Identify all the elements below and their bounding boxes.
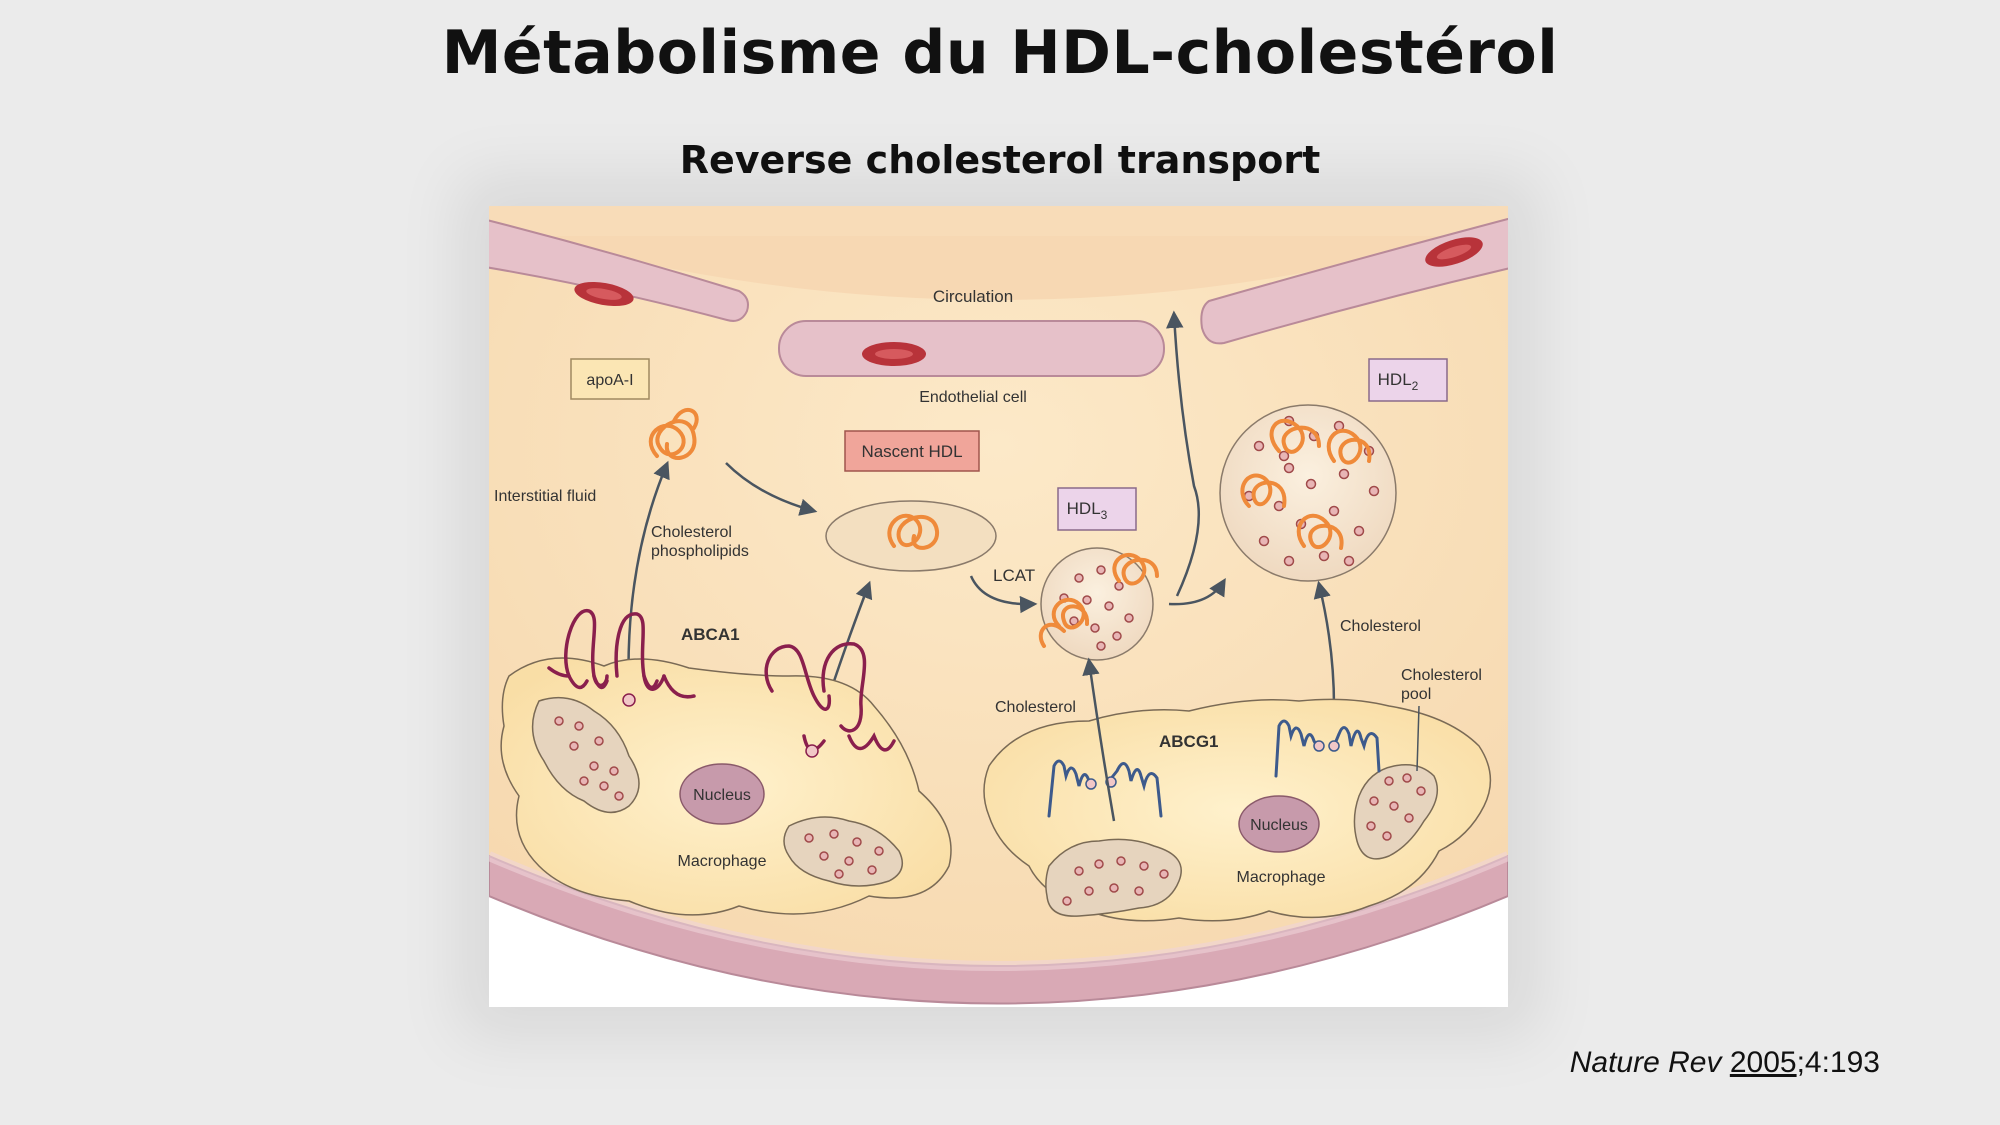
macrophage-left xyxy=(500,657,952,916)
interstitial-fluid-label: Interstitial fluid xyxy=(494,488,596,505)
endothelial-cell-right xyxy=(1200,217,1508,345)
arrow-lcat xyxy=(969,575,1038,614)
hdl3-box xyxy=(1057,487,1137,531)
macrophage-right-label: Macrophage xyxy=(1237,869,1326,886)
nascent-hdl-disc xyxy=(825,500,997,572)
nucleus-right xyxy=(1238,795,1320,853)
cholesterol-pool-pointer xyxy=(1416,705,1420,772)
citation-year[interactable]: 2005 xyxy=(1729,1046,1797,1079)
abca1-cholesterol-icon-2 xyxy=(805,744,819,758)
macrophage-left-label: Macrophage xyxy=(678,853,767,870)
apoa1-coil-icon xyxy=(648,408,699,460)
citation: Nature Rev 2005;4:193 xyxy=(1570,1046,1880,1080)
macrophage-right xyxy=(983,698,1492,922)
cholesterol-phospholipids-label-2: phospholipids xyxy=(651,543,749,560)
abca1-transporter-1 xyxy=(547,609,696,699)
apoa1-label: apoA-I xyxy=(586,372,633,389)
abca1-label: ABCA1 xyxy=(681,625,740,644)
circulation-label: Circulation xyxy=(933,287,1013,306)
slide-title: Métabolisme du HDL-cholestérol xyxy=(441,18,1559,88)
arrow-hdl3-to-hdl2 xyxy=(1168,577,1226,606)
endothelial-cell-middle xyxy=(778,320,1165,377)
arrow-apoa1-to-nascent xyxy=(725,462,818,516)
endothelial-cell-label: Endothelial cell xyxy=(919,389,1027,406)
cholesterol-pool-label-1: Cholesterol xyxy=(1401,667,1482,684)
arrow-cholesterol-to-hdl2 xyxy=(1313,580,1336,707)
slide-subtitle: Reverse cholesterol transport xyxy=(679,138,1321,182)
arrow-to-circulation xyxy=(1166,310,1200,597)
cholesterol-phospholipids-label-1: Cholesterol xyxy=(651,524,732,541)
reverse-cholesterol-transport-figure: Circulation Endothelial cell Interstitia… xyxy=(489,206,1508,1007)
lcat-label: LCAT xyxy=(993,566,1035,585)
abca1-cholesterol-icon-1 xyxy=(622,693,636,707)
nucleus-right-label: Nucleus xyxy=(1250,817,1308,834)
hdl2-label: HDL2 xyxy=(1378,370,1419,393)
abcg1-transporter-1 xyxy=(1047,759,1163,818)
cholesterol-right-label: Cholesterol xyxy=(1340,618,1421,635)
nascent-hdl-label: Nascent HDL xyxy=(861,442,962,461)
hdl2-box xyxy=(1368,358,1448,402)
arrow-cholesterol-to-hdl3 xyxy=(1082,657,1116,822)
nucleus-left xyxy=(679,763,765,825)
abcg1-transporter-2 xyxy=(1274,719,1381,778)
cholesterol-pool-label-2: pool xyxy=(1401,686,1431,703)
abcg1-cholesterol-icon-3 xyxy=(1313,740,1325,752)
citation-rest: ;4:193 xyxy=(1796,1046,1880,1079)
endothelial-cell-left xyxy=(489,219,749,322)
nascent-hdl-box xyxy=(844,430,980,472)
abcg1-cholesterol-icon-4 xyxy=(1328,740,1340,752)
abcg1-cholesterol-icon-1 xyxy=(1085,778,1097,790)
citation-journal: Nature Rev xyxy=(1569,1046,1722,1079)
cholesterol-left-label: Cholesterol xyxy=(995,699,1076,716)
nucleus-left-label: Nucleus xyxy=(693,787,751,804)
hdl2-particle xyxy=(1219,404,1397,582)
hdl3-particle xyxy=(1038,547,1159,661)
apoa1-box xyxy=(570,358,650,400)
hdl3-label: HDL3 xyxy=(1067,499,1108,522)
abcg1-label: ABCG1 xyxy=(1159,732,1219,751)
